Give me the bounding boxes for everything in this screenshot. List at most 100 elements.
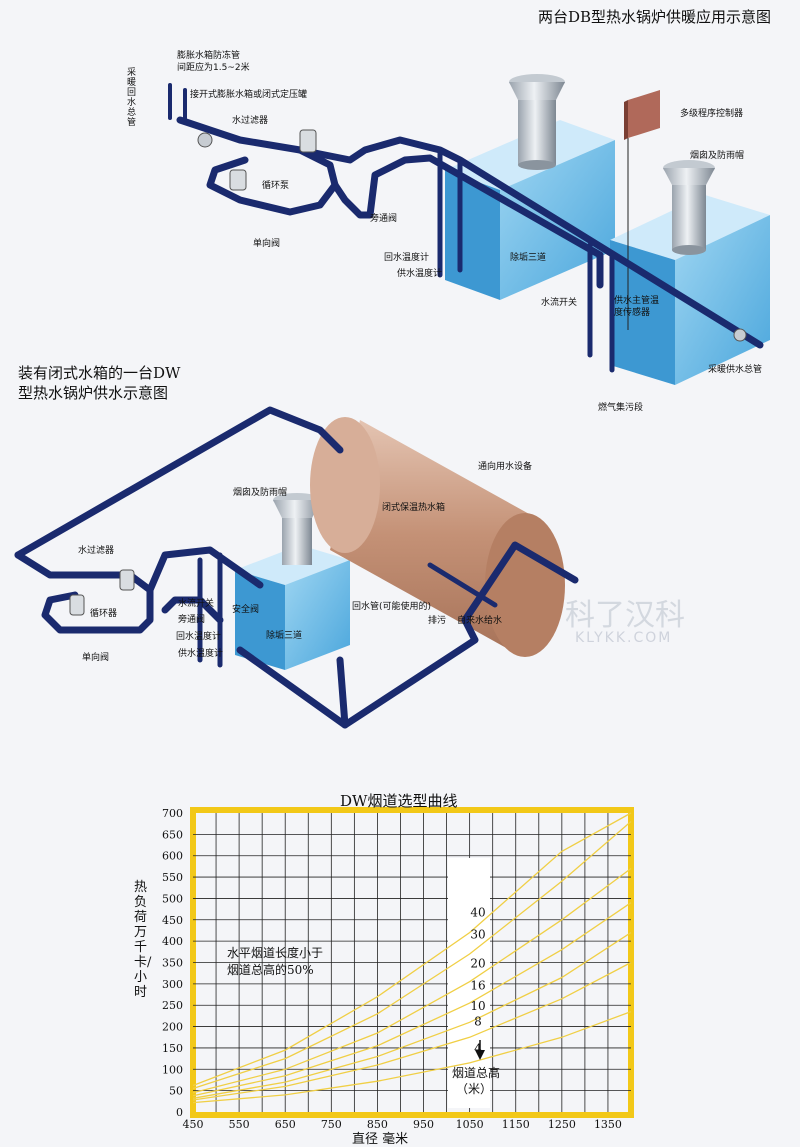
- label-closed-tank: 闭式保温热水箱: [382, 503, 446, 513]
- label-water-filter-2: 水过滤器: [78, 546, 115, 556]
- label-check-valve-2: 单向阀: [82, 653, 110, 663]
- y-tick-label: 700: [162, 807, 183, 820]
- series-label-4: 4: [474, 1041, 482, 1055]
- label-supply-temp-2: 供水温度计: [178, 649, 224, 659]
- label-expansion-pipe-2: 间距应为1.5~2米: [177, 63, 250, 73]
- watermark-url: KLYKK.COM: [575, 630, 673, 646]
- x-tick-label: 650: [275, 1118, 296, 1131]
- label-bypass-valve-2: 旁通阀: [178, 615, 206, 625]
- y-tick-label: 650: [162, 828, 183, 841]
- x-tick-label: 1150: [502, 1118, 530, 1131]
- x-tick-label: 550: [229, 1118, 250, 1131]
- y-tick-label: 250: [162, 999, 183, 1012]
- chart-annotation-1: 水平烟道长度小于: [227, 946, 324, 960]
- series-label-40: 40: [470, 905, 485, 919]
- label-return-pipe: 回水管(可能使用的): [352, 602, 432, 612]
- watermark-brand: 科了汉科: [565, 598, 685, 633]
- chart-height-label-1: 烟道总高: [452, 1066, 501, 1080]
- label-supply-sensor-1: 供水主管温: [614, 296, 660, 306]
- program-controller: [624, 90, 660, 330]
- diagram1-title: 两台DB型热水锅炉供暖应用示意图: [538, 8, 772, 26]
- label-circ-pump-2: 循环器: [90, 609, 118, 619]
- y-tick-label: 150: [162, 1042, 183, 1055]
- series-label-10: 10: [470, 999, 485, 1013]
- chart-title: DW烟道选型曲线: [340, 792, 458, 810]
- chart-grid: [193, 813, 631, 1112]
- series-label-8: 8: [474, 1014, 482, 1028]
- label-circ-pump: 循环泵: [262, 181, 290, 191]
- chart-annotation-2: 烟道总高的50%: [227, 963, 314, 977]
- diagram2-title-1: 装有闭式水箱的一台DW: [18, 364, 181, 382]
- label-controller: 多级程序控制器: [680, 109, 744, 119]
- label-drain: 排污: [428, 616, 447, 626]
- diagram2-title-2: 型热水锅炉供水示意图: [18, 384, 169, 402]
- label-supply-temp: 供水温度计: [397, 269, 443, 279]
- label-return-temp-2: 回水温度计: [176, 632, 222, 642]
- chart-ticks: 0 50 100 150 200 250 300 350 400 450 500 550 600 650 7…: [162, 807, 622, 1131]
- y-tick-label: 400: [162, 935, 183, 948]
- label-bypass-valve: 旁通阀: [370, 214, 398, 224]
- pipes-diagram-2: [14, 406, 579, 729]
- series-line-10: [192, 932, 632, 1099]
- height-arrow-icon: [475, 1050, 485, 1060]
- y-tick-label: 50: [169, 1085, 183, 1098]
- series-line-30: [192, 821, 632, 1090]
- x-tick-label: 1250: [548, 1118, 576, 1131]
- x-tick-label: 850: [367, 1118, 388, 1131]
- label-return-main: 采暖回水总管: [127, 68, 137, 128]
- label-tap-water: 自来水给水: [457, 616, 503, 626]
- x-tick-label: 450: [183, 1118, 204, 1131]
- y-tick-label: 450: [162, 914, 183, 927]
- y-tick-label: 300: [162, 978, 183, 991]
- pump-1: [197, 129, 747, 342]
- y-tick-label: 350: [162, 957, 183, 970]
- x-tick-label: 1050: [456, 1118, 484, 1131]
- pump-2: [69, 569, 135, 616]
- chimney-1: [509, 74, 565, 170]
- series-line-8: [192, 961, 632, 1101]
- label-expansion-pipe-1: 膨胀水箱防冻管: [177, 51, 241, 61]
- chimney-3: [273, 493, 321, 565]
- x-tick-label: 750: [321, 1118, 342, 1131]
- x-tick-label: 950: [413, 1118, 434, 1131]
- chart-height-label-2: （米）: [456, 1082, 493, 1096]
- label-check-valve: 单向阀: [253, 239, 281, 249]
- label-supply-main: 采暖供水总管: [708, 365, 763, 375]
- series-line-20: [192, 867, 632, 1094]
- label-safety-valve: 安全阀: [232, 605, 260, 615]
- x-tick-label: 1350: [594, 1118, 622, 1131]
- label-descaling-tee-2: 除垢三道: [266, 631, 303, 641]
- flue-selection-chart: 0 50 100 150 200 250 300 350 400 450 500 550 600 650 7…: [162, 807, 634, 1131]
- label-to-water-equipment: 通向用水设备: [478, 462, 533, 472]
- y-tick-label: 600: [162, 850, 183, 863]
- series-label-20: 20: [470, 957, 485, 971]
- chart-lines: [192, 812, 632, 1104]
- chart-ylabel: 热负荷 万千卡/小时: [134, 880, 152, 1000]
- closed-hot-water-tank: [310, 417, 565, 657]
- y-tick-label: 500: [162, 892, 183, 905]
- chart-series-labels: 4 810 16 20 30 40: [470, 905, 485, 1055]
- label-water-filter: 水过滤器: [232, 116, 269, 126]
- label-flue-cap-1: 烟囱及防雨帽: [690, 151, 745, 161]
- label-flow-switch-2: 水流开关: [178, 599, 215, 609]
- series-line-40: [192, 812, 632, 1087]
- series-line-16: [192, 902, 632, 1097]
- label-flue-cap-2: 烟囱及防雨帽: [233, 488, 288, 498]
- series-label-30: 30: [470, 928, 485, 942]
- y-tick-label: 0: [176, 1106, 183, 1119]
- label-sludge: 燃气集污段: [598, 403, 644, 413]
- chimney-2: [663, 160, 715, 255]
- pipes-diagram-1: [168, 83, 764, 373]
- label-descaling-tee: 除垢三道: [510, 253, 547, 263]
- series-line-4: [192, 1010, 632, 1104]
- series-label-16: 16: [470, 979, 485, 993]
- label-expansion-tank: 接开式膨胀水箱或闭式定压罐: [190, 90, 308, 100]
- y-tick-label: 100: [162, 1063, 183, 1076]
- chart-xlabel: 直径 毫米: [352, 1132, 409, 1147]
- y-tick-label: 200: [162, 1021, 183, 1034]
- y-tick-label: 550: [162, 871, 183, 884]
- label-supply-sensor-2: 度传感器: [614, 308, 651, 318]
- label-return-temp: 回水温度计: [384, 253, 430, 263]
- label-flow-switch-1: 水流开关: [541, 298, 578, 308]
